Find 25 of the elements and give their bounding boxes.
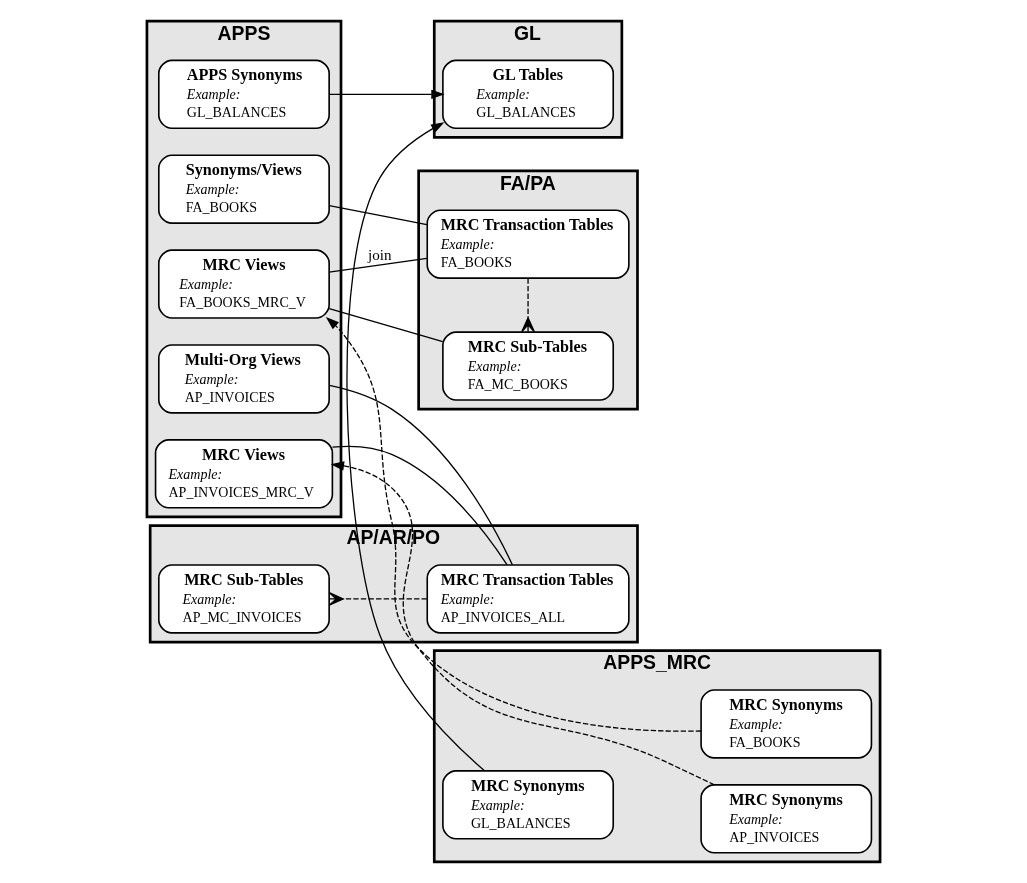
node-box: Synonyms/Views Example: FA_BOOKS bbox=[158, 154, 330, 224]
node-box: MRC Transaction Tables Example: AP_INVOICES_ALL bbox=[426, 564, 630, 634]
node-box: MRC Sub-Tables Example: AP_MC_INVOICES bbox=[158, 564, 330, 634]
node-box: MRC Transaction Tables Example: FA_BOOKS bbox=[426, 209, 630, 279]
connector bbox=[521, 277, 535, 333]
node-box: APPS Synonyms Example: GL_BALANCES bbox=[158, 59, 330, 130]
node-box: GL Tables Example: GL_BALANCES bbox=[442, 59, 615, 130]
connector bbox=[331, 445, 508, 566]
connector bbox=[328, 591, 428, 606]
arrow bbox=[328, 89, 445, 100]
connector bbox=[328, 257, 428, 273]
edge-label: join bbox=[368, 246, 392, 263]
node-box: MRC Views Example: AP_INVOICES_MRC_V bbox=[154, 439, 334, 509]
node-box: MRC Synonyms Example: AP_INVOICES bbox=[700, 784, 873, 854]
connector bbox=[328, 384, 514, 566]
node-box: MRC Sub-Tables Example: FA_MC_BOOKS bbox=[442, 331, 615, 401]
node-box: Multi-Org Views Example: AP_INVOICES bbox=[158, 344, 330, 414]
node-box: MRC Synonyms Example: GL_BALANCES bbox=[442, 770, 615, 840]
arrow bbox=[330, 461, 716, 786]
node-box: MRC Synonyms Example: FA_BOOKS bbox=[700, 689, 873, 759]
arrow bbox=[325, 316, 702, 732]
connector bbox=[328, 205, 428, 226]
node-box: MRC Views Example: FA_BOOKS_MRC_V bbox=[158, 249, 330, 319]
connector bbox=[328, 307, 444, 343]
arrow bbox=[346, 122, 486, 772]
